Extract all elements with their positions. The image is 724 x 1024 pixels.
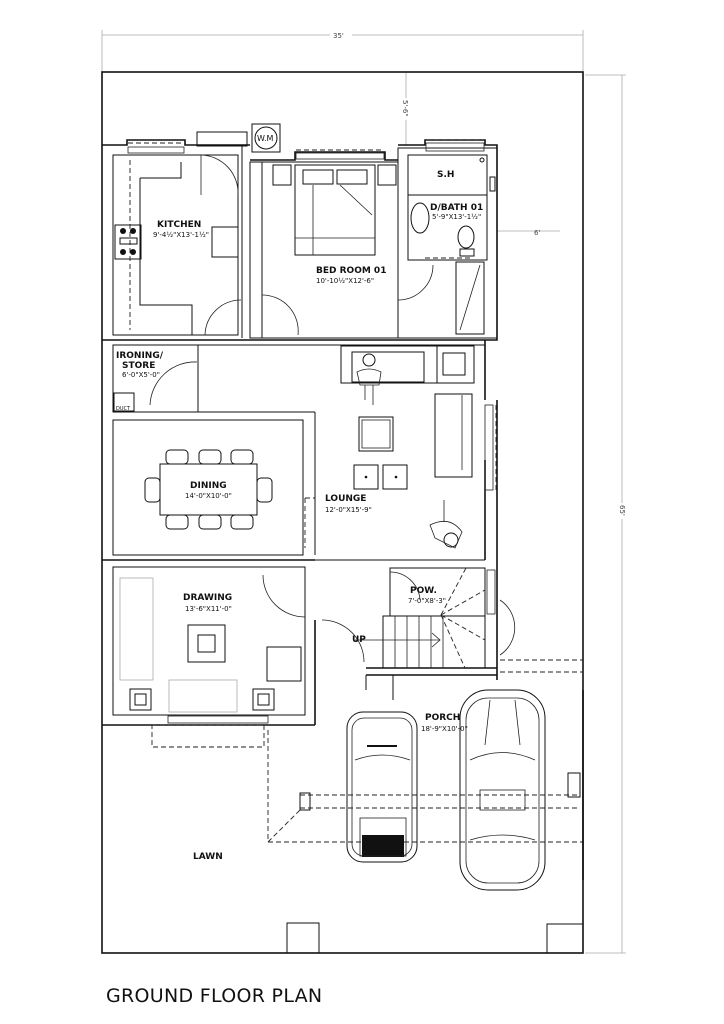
doors [149, 154, 516, 663]
bath-label: D/BATH 01 [430, 203, 483, 213]
dining-table [144, 449, 273, 530]
dimension-top: 35' [101, 30, 584, 72]
plan-title: GROUND FLOOR PLAN [106, 985, 323, 1007]
kitchen-stove [114, 224, 239, 260]
duct-label: DUCT [116, 406, 131, 412]
bath-size: 5'-9"X13'-1½" [432, 213, 481, 221]
bedroom-size: 10'-10½"X12'-6" [316, 277, 374, 285]
porch-size: 18'-9"X10'-0" [421, 725, 468, 733]
store-label: STORE [122, 361, 155, 371]
lawn-label: LAWN [193, 852, 223, 862]
porch-label: PORCH [425, 713, 460, 723]
dim-setback-label: 5'-6" [401, 100, 409, 117]
room-labels: KITCHEN 9'-4½"X13'-1½" BED ROOM 01 10'-1… [116, 134, 483, 862]
plot-boundary [101, 71, 584, 954]
ironing-size: 6'-0"X5'-0" [122, 371, 160, 379]
car-left [346, 711, 418, 863]
washing-machine-label: W.M [257, 134, 274, 143]
lounge-size: 12'-0"X15'-9" [325, 506, 372, 514]
drawing-label: DRAWING [183, 593, 232, 603]
dining-label: DINING [190, 481, 227, 491]
lounge-furniture [340, 345, 475, 549]
dimension-setback: 5'-6" 6' [401, 72, 560, 237]
duct [113, 392, 135, 412]
gate-pillar-left [286, 922, 320, 954]
stair-up-label: UP [352, 635, 366, 645]
house-walls [102, 139, 498, 726]
bed [272, 164, 397, 256]
kitchen-size: 9'-4½"X13'-1½" [153, 231, 209, 239]
bath-fixtures [410, 157, 496, 257]
shower-label: S.H [437, 170, 454, 180]
powder-label: POW. [410, 586, 437, 596]
dim-depth-label: 65' [618, 505, 626, 516]
dim-side-label: 6' [534, 229, 540, 237]
dining-size: 14'-0"X10'-0" [185, 492, 232, 500]
washing-machine [196, 123, 281, 153]
porch-outline [267, 659, 584, 880]
car-right [459, 689, 546, 891]
powder-size: 7'-0"X8'-3" [408, 597, 446, 605]
dim-width-label: 35' [333, 32, 344, 40]
lounge-label: LOUNGE [325, 494, 366, 504]
staircase: UP [352, 567, 486, 669]
gate-pillar-right [546, 923, 584, 954]
windows [127, 139, 497, 748]
dimension-right: 65' [585, 74, 628, 954]
drawing-size: 13'-6"X11'-0" [185, 605, 232, 613]
ironing-label: IRONING/ [116, 351, 164, 361]
bedroom-label: BED ROOM 01 [316, 266, 386, 276]
kitchen-label: KITCHEN [157, 220, 201, 230]
drawing-furniture [119, 577, 302, 713]
